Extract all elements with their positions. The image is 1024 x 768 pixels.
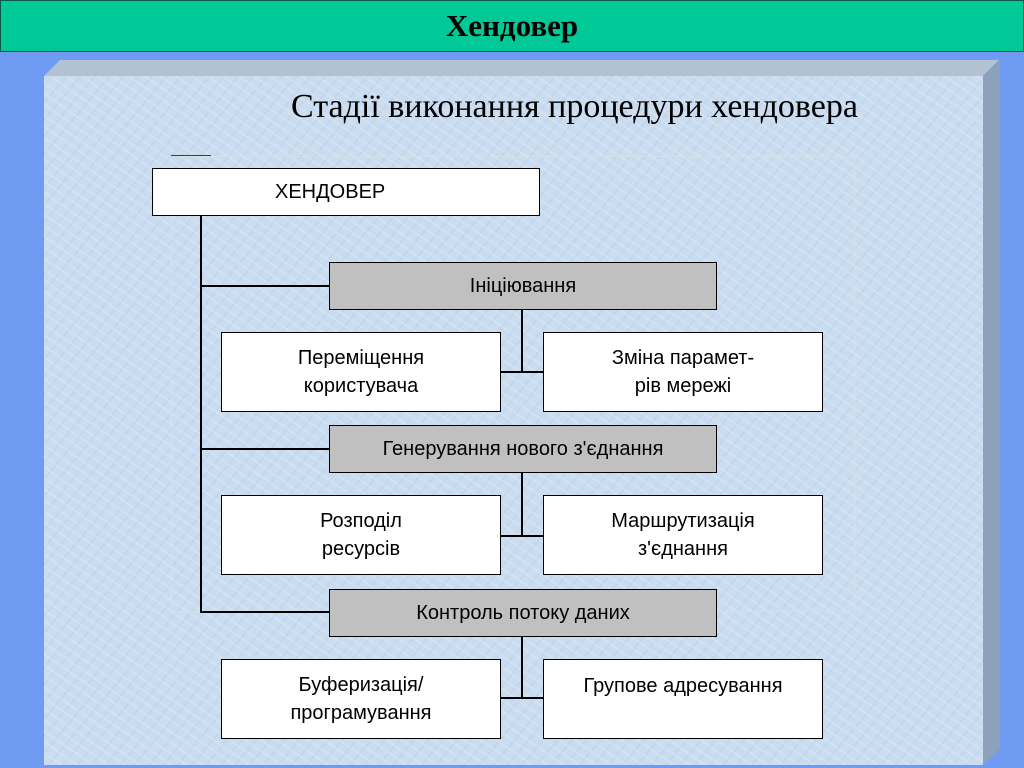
connector-stage-3 <box>200 611 330 613</box>
panel-bevel-top <box>44 60 999 76</box>
connector-stage-3-stem <box>521 636 523 698</box>
connector-stage-2-stem <box>521 473 523 536</box>
child-box-buffering: Буферизація/ програмування <box>221 659 501 739</box>
panel-bevel-side <box>983 60 1000 765</box>
stage-box-initiation: Ініціювання <box>329 262 717 310</box>
connector-stage-3-branch <box>500 697 545 699</box>
stage-box-flow-control: Контроль потоку даних <box>329 589 717 637</box>
connector-stage-2 <box>200 448 330 450</box>
connector-stage-1 <box>200 285 330 287</box>
connector-stage-2-branch <box>500 535 545 537</box>
child-box-resource-allocation: Розподіл ресурсів <box>221 495 501 575</box>
connector-stage-1-branch <box>500 371 545 373</box>
child-box-user-movement: Переміщення користувача <box>221 332 501 412</box>
slide-title: Стадії виконання процедури хендовера <box>291 88 858 125</box>
stage-box-new-connection: Генерування нового з'єднання <box>329 425 717 473</box>
child-box-connection-routing: Маршрутизація з'єднання <box>543 495 823 575</box>
title-bar: Хендовер <box>0 0 1024 52</box>
child-box-group-addressing: Групове адресування <box>543 659 823 739</box>
diagram-frame-marker <box>171 155 211 160</box>
header-title: Хендовер <box>445 8 579 43</box>
root-box: ХЕНДОВЕР <box>152 168 540 216</box>
connector-stage-1-stem <box>521 310 523 372</box>
connector-trunk <box>200 215 202 611</box>
child-box-network-params: Зміна парамет- рів мережі <box>543 332 823 412</box>
